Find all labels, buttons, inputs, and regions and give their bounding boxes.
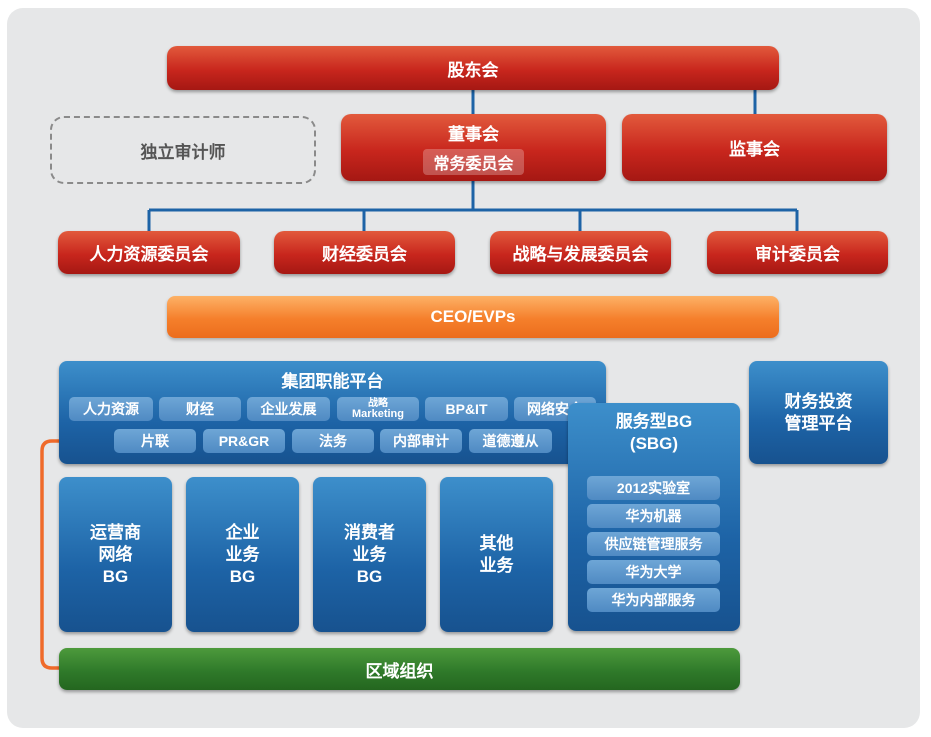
- supervisory-board-label: 监事会: [729, 140, 780, 159]
- committee-label: 战略与发展委员会: [512, 245, 649, 264]
- sbg-item-huawei-university: 华为大学: [587, 560, 720, 584]
- finance-investment-platform: 财务投资 管理平台: [749, 361, 888, 464]
- supervisory-board-box: 监事会: [622, 114, 887, 181]
- platform-chip-pr-gr: PR&GR: [203, 429, 285, 453]
- committee-label: 审计委员会: [755, 245, 840, 264]
- regional-organization-bar: 区域组织: [59, 648, 740, 690]
- platform-chip-corp-dev: 企业发展: [247, 397, 330, 421]
- service-bg-subtitle: (SBG): [629, 434, 679, 453]
- platform-chip-finance: 财经: [159, 397, 241, 421]
- sbg-item-supply-chain: 供应链管理服务: [587, 532, 720, 556]
- platform-chip-hr: 人力资源: [69, 397, 153, 421]
- platform-chip-legal: 法务: [292, 429, 374, 453]
- standing-committee-tag: 常务委员会: [423, 149, 524, 175]
- committee-label: 财经委员会: [322, 245, 407, 264]
- committee-label: 人力资源委员会: [89, 245, 209, 264]
- sbg-item-internal-services: 华为内部服务: [587, 588, 720, 612]
- group-platform-title: 集团职能平台: [281, 372, 384, 391]
- bg-enterprise: 企业 业务 BG: [186, 477, 299, 632]
- platform-chip-bp-it: BP&IT: [425, 397, 508, 421]
- service-bg-title: 服务型BG: [615, 412, 693, 431]
- platform-chip-ethics: 道德遵从: [469, 429, 552, 453]
- audit-committee-box: 审计委员会: [707, 231, 888, 274]
- independent-auditor-label: 独立审计师: [140, 142, 226, 162]
- bg-other: 其他 业务: [440, 477, 553, 632]
- shareholders-label: 股东会: [447, 60, 499, 80]
- ceo-evps-bar: CEO/EVPs: [167, 296, 779, 338]
- regional-organization-label: 区域组织: [365, 661, 434, 681]
- strategy-committee-box: 战略与发展委员会: [490, 231, 671, 274]
- bg-consumer: 消费者 业务 BG: [313, 477, 426, 632]
- finance-committee-box: 财经委员会: [274, 231, 455, 274]
- board-box: 董事会 常务委员会: [341, 114, 606, 181]
- independent-auditor-box: 独立审计师: [50, 116, 316, 184]
- sbg-item-huawei-machine: 华为机器: [587, 504, 720, 528]
- shareholders-box: 股东会: [167, 46, 779, 90]
- sbg-item-2012-lab: 2012实验室: [587, 476, 720, 500]
- ceo-evps-label: CEO/EVPs: [430, 307, 516, 326]
- hr-committee-box: 人力资源委员会: [58, 231, 240, 274]
- platform-chip-internal-audit: 内部审计: [380, 429, 462, 453]
- platform-chip-regions: 片联: [114, 429, 196, 453]
- board-label: 董事会: [448, 125, 499, 144]
- platform-chip-strategy-marketing: 战略 Marketing: [337, 397, 419, 421]
- bg-carrier-network: 运营商 网络 BG: [59, 477, 172, 632]
